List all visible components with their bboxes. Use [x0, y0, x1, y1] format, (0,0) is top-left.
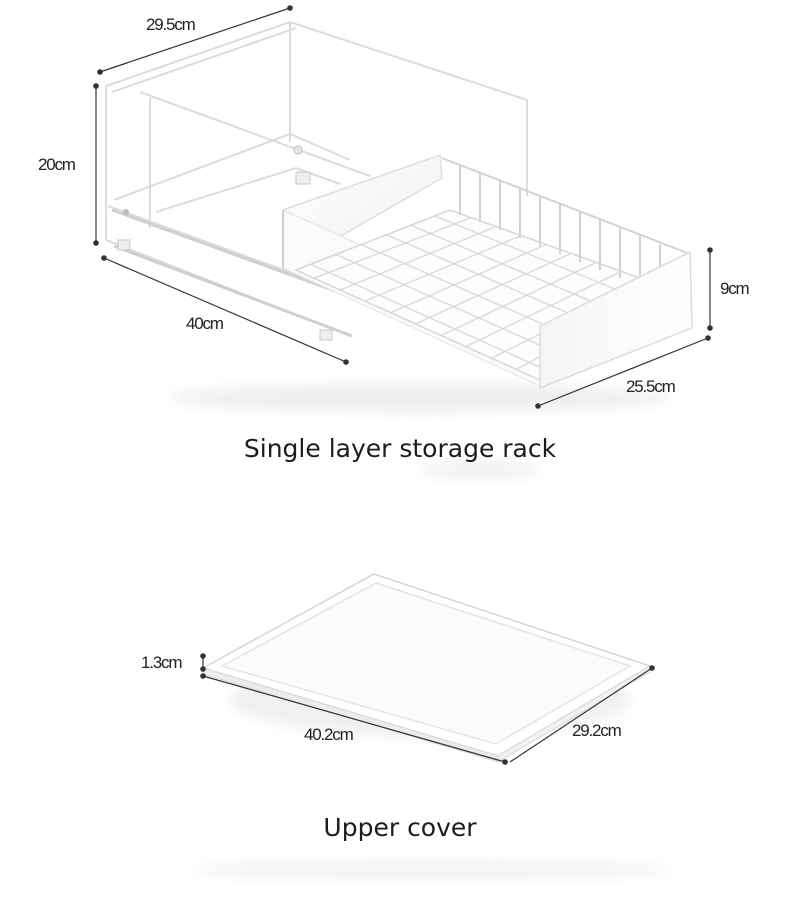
rack-width-label: 29.5cm	[146, 15, 196, 34]
upper-cover-illustration: 1.3cm 40.2cm 29.2cm	[141, 573, 670, 880]
rack-length-label: 40cm	[186, 314, 224, 333]
cover-caption: Upper cover	[323, 813, 477, 842]
cover-dimension-lines	[200, 653, 655, 765]
rack-caption: Single layer storage rack	[243, 434, 557, 463]
rack-rails	[111, 208, 361, 338]
basket-height-label: 9cm	[720, 279, 750, 298]
basket-width-label: 25.5cm	[626, 377, 676, 396]
rack-dimension-lines	[93, 5, 713, 409]
rack-basket	[282, 153, 693, 390]
rack-height-label: 20cm	[38, 155, 76, 174]
storage-rack-illustration: 29.5cm 20cm 40cm 9cm 25.5cm	[38, 5, 751, 480]
cover-length-label: 40.2cm	[304, 725, 354, 744]
cover-thickness-label: 1.3cm	[141, 653, 182, 672]
cover-width-label: 29.2cm	[572, 721, 622, 740]
